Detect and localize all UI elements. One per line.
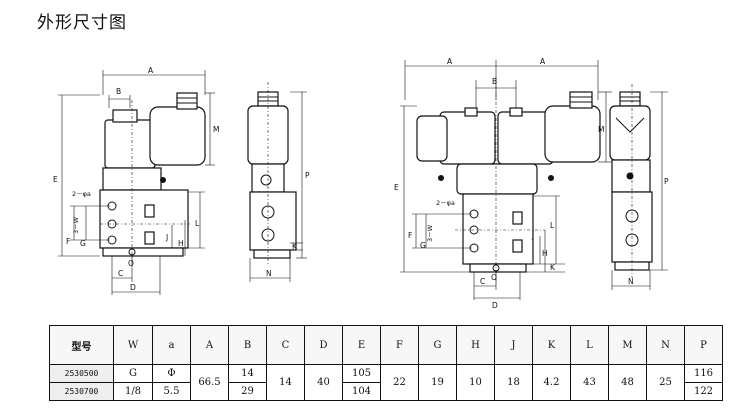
- dim-label-N-double: N: [628, 277, 634, 286]
- header-a: a: [152, 325, 191, 365]
- front-view-double: [400, 60, 612, 300]
- header-W: W: [113, 325, 153, 365]
- cell-model: 2530500: [49, 364, 114, 383]
- front-view-single: [58, 70, 215, 295]
- dim-label-W-double: 3－W: [426, 224, 434, 242]
- dim-label-D-double: D: [492, 301, 498, 310]
- cell-E: 104: [342, 382, 381, 401]
- dim-label-W: 3－W: [72, 216, 80, 234]
- dim-label-A-right: A: [540, 57, 546, 66]
- dim-label-K-double: K: [550, 263, 556, 272]
- page-title: 外形尺寸图: [37, 13, 127, 33]
- cell-model: 2530700: [49, 382, 114, 401]
- table-row: 2530500 G Φ 66.5 14 14 40 105 22 19 10 1…: [49, 364, 723, 401]
- dim-label-B-double: B: [492, 77, 497, 86]
- cell-C: 14: [266, 364, 305, 401]
- dim-label-M: M: [213, 125, 219, 134]
- dim-label-J-double: J: [531, 231, 534, 240]
- header-B: B: [228, 325, 267, 365]
- cell-H: 10: [456, 364, 495, 401]
- dimension-drawing: A B M E 2－φa 3－W F G H J L C D O P K N A…: [53, 57, 669, 310]
- dim-label-A-left: A: [447, 57, 453, 66]
- dim-label-G: G: [80, 239, 86, 248]
- header-G: G: [418, 325, 457, 365]
- cell-L: 43: [570, 364, 609, 401]
- header-E: E: [342, 325, 381, 365]
- header-L: L: [570, 325, 609, 365]
- dim-label-P: P: [305, 171, 310, 180]
- cell-M: 48: [608, 364, 647, 401]
- side-view-double: [609, 84, 668, 290]
- dim-label-E: E: [53, 175, 58, 184]
- header-F: F: [380, 325, 419, 365]
- dim-label-C: C: [118, 269, 123, 278]
- dim-label-J: J: [165, 233, 168, 242]
- cell-J: 18: [494, 364, 533, 401]
- header-P: P: [684, 325, 723, 365]
- dim-label-B: B: [116, 87, 121, 96]
- header-C: C: [266, 325, 305, 365]
- dim-label-F: F: [66, 237, 70, 246]
- cell-B: 29: [228, 382, 267, 401]
- dim-label-L: L: [195, 219, 200, 228]
- side-view-single: [247, 82, 307, 282]
- dim-label-L-double: L: [550, 221, 555, 230]
- header-K: K: [532, 325, 571, 365]
- cell-P: 116: [684, 364, 723, 383]
- cell-D: 40: [304, 364, 343, 401]
- dim-label-H: H: [178, 239, 184, 248]
- dim-label-O-double: O: [491, 273, 497, 282]
- dim-label-N: N: [266, 269, 272, 278]
- cell-K: 4.2: [532, 364, 571, 401]
- dim-label-D: D: [130, 283, 136, 292]
- dim-label-H-double: H: [542, 249, 548, 258]
- cell-G: 19: [418, 364, 457, 401]
- cell-A: 66.5: [190, 364, 229, 401]
- cell-W: G: [113, 364, 153, 383]
- table-header-row: 型号 W a A B C D E F G H J K L M N P: [49, 325, 723, 365]
- dim-label-A: A: [148, 66, 154, 75]
- dim-label-C-double: C: [480, 277, 485, 286]
- cell-F: 22: [380, 364, 419, 401]
- cell-E: 105: [342, 364, 381, 383]
- cell-B: 14: [228, 364, 267, 383]
- header-A: A: [190, 325, 229, 365]
- dim-label-O: O: [128, 259, 134, 268]
- dim-label-P-double: P: [664, 177, 669, 186]
- dimension-table: 型号 W a A B C D E F G H J K L M N P 25305…: [49, 325, 723, 401]
- dim-label-phi: 2－φa: [72, 190, 91, 198]
- cell-P: 122: [684, 382, 723, 401]
- dim-label-G-double: G: [420, 241, 426, 250]
- cell-a: 5.5: [152, 382, 191, 401]
- dim-label-phi-double: 2－φa: [436, 199, 455, 207]
- header-D: D: [304, 325, 343, 365]
- dim-label-E-double: E: [394, 183, 399, 192]
- dim-label-M-double: M: [598, 125, 604, 134]
- header-H: H: [456, 325, 495, 365]
- cell-W: 1/8: [113, 382, 153, 401]
- cell-N: 25: [646, 364, 685, 401]
- header-model: 型号: [49, 325, 114, 365]
- dim-label-K: K: [292, 242, 298, 251]
- table-row: 2530700 1/8 5.5 29 104 122: [49, 382, 723, 401]
- header-J: J: [494, 325, 533, 365]
- dim-label-F-double: F: [408, 231, 412, 240]
- header-M: M: [608, 325, 647, 365]
- cell-a: Φ: [152, 364, 191, 383]
- header-N: N: [646, 325, 685, 365]
